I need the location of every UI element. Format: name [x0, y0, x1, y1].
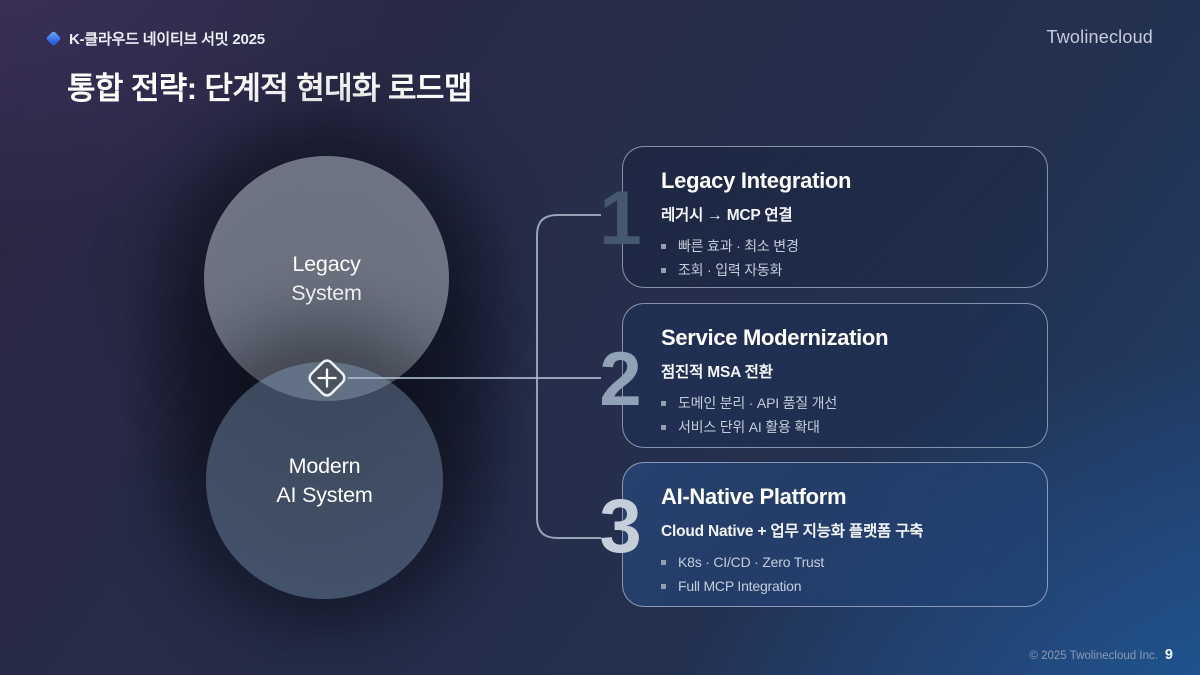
roadmap-card-legacy-integration: Legacy Integration 레거시 → MCP 연결 빠른 효과 · …: [622, 146, 1048, 288]
card-bullet: 빠른 효과 · 최소 변경: [661, 234, 1019, 258]
event-label: K-클라우드 네이티브 서밋 2025: [69, 31, 265, 48]
bullet-square-icon: [661, 559, 666, 565]
legacy-circle-label-line2: System: [291, 280, 362, 305]
step-number-2: 2: [599, 337, 641, 422]
step-number-3: 3: [599, 484, 641, 569]
bullet-square-icon: [661, 243, 666, 249]
header-event-badge: K-클라우드 네이티브 서밋 2025: [45, 28, 265, 49]
page-number: 9: [1164, 647, 1173, 663]
card-bullet: 서비스 단위 AI 활용 확대: [661, 415, 1019, 439]
card-bullet: 조회 · 입력 자동화: [661, 258, 1019, 282]
roadmap-card-ai-native-platform: AI-Native Platform Cloud Native + 업무 지능화…: [622, 462, 1048, 607]
step-number-1: 1: [599, 176, 641, 261]
card-title: AI-Native Platform: [661, 484, 847, 509]
slide-title: 통합 전략: 단계적 현대화 로드맵: [67, 71, 472, 106]
modern-ai-system-circle: Modern AI System: [206, 362, 443, 599]
company-logo: Twolinecloud: [1046, 27, 1153, 47]
slide-footer: © 2025 Twolinecloud Inc. 9: [1029, 647, 1173, 663]
card-bullet: K8s · CI/CD · Zero Trust: [661, 550, 1019, 574]
card-bullet: Full MCP Integration: [661, 574, 1019, 598]
card-title: Service Modernization: [661, 325, 889, 350]
roadmap-card-service-modernization: Service Modernization 점진적 MSA 전환 도메인 분리 …: [622, 303, 1048, 448]
diamond-accent-icon: [45, 30, 62, 47]
bullet-square-icon: [661, 424, 666, 430]
card-bullet: 도메인 분리 · API 품질 개선: [661, 391, 1019, 415]
legacy-system-circle: Legacy System: [204, 156, 449, 401]
copyright-text: © 2025 Twolinecloud Inc.: [1029, 650, 1158, 662]
connector-bracket-line: [536, 214, 601, 539]
modern-circle-label-line1: Modern: [288, 454, 361, 479]
bullet-square-icon: [661, 400, 666, 406]
card-subtitle: Cloud Native + 업무 지능화 플랫폼 구축: [661, 523, 924, 540]
bullet-square-icon: [661, 267, 666, 273]
modern-circle-label-line2: AI System: [276, 482, 373, 507]
bullet-square-icon: [661, 583, 666, 589]
card-subtitle: 레거시 → MCP 연결: [661, 207, 793, 224]
legacy-circle-label-line1: Legacy: [292, 252, 361, 277]
card-title: Legacy Integration: [661, 168, 852, 193]
card-subtitle: 점진적 MSA 전환: [661, 364, 773, 381]
